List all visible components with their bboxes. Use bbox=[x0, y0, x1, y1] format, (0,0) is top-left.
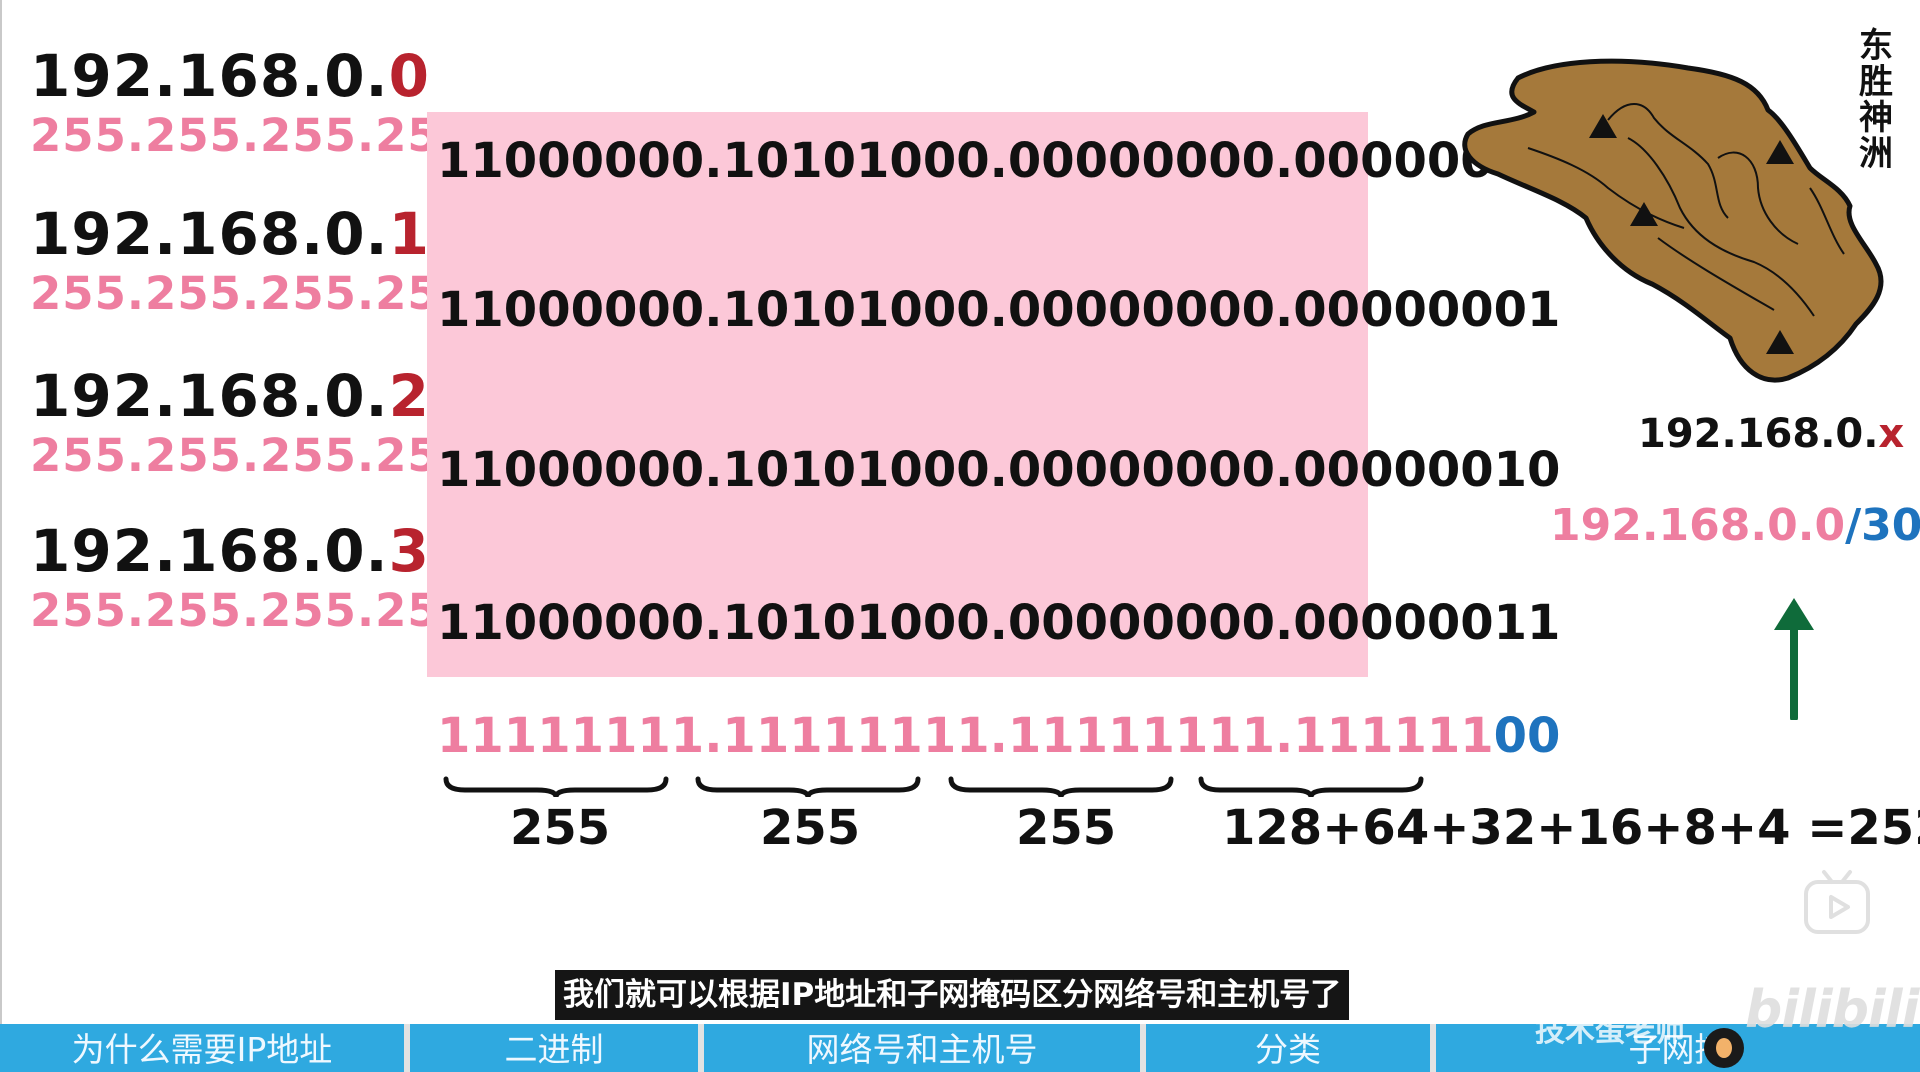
mask-binary: 11111111.11111111.11111111.11111100 bbox=[437, 708, 1561, 764]
arrow-up-icon bbox=[1774, 598, 1814, 720]
chapter-network-host[interactable]: 网络号和主机号 bbox=[704, 1024, 1140, 1072]
binary-row-2: 11000000.10101000.00000000.00000010 bbox=[437, 442, 1561, 498]
mountain-icon bbox=[1766, 140, 1794, 164]
network-bits-highlight bbox=[427, 112, 1368, 677]
mountain-icon bbox=[1630, 202, 1658, 226]
chapter-subnet-mask[interactable]: 子网掩 bbox=[1436, 1024, 1920, 1072]
octet-value-3: 255 bbox=[1016, 800, 1117, 856]
bilibili-logo: bilibili bbox=[1745, 980, 1919, 1040]
chapter-classes[interactable]: 分类 bbox=[1146, 1024, 1430, 1072]
progress-knob[interactable] bbox=[1704, 1028, 1744, 1068]
octet-4-sum: 128+64+32+16+8+4 =252 bbox=[1222, 800, 1920, 856]
chapter-binary[interactable]: 二进制 bbox=[410, 1024, 698, 1072]
host-digit: 1 bbox=[388, 200, 430, 268]
chapter-bar: 为什么需要IP地址 二进制 网络号和主机号 分类 子网掩 bbox=[0, 1024, 1920, 1072]
binary-row-0: 11000000.10101000.00000000.00000000 bbox=[437, 133, 1561, 189]
ip-entry-1: 192.168.0.1 255.255.255.252 bbox=[30, 200, 473, 320]
continent-map-illustration bbox=[1462, 58, 1884, 383]
channel-watermark: 技术蛋老师 bbox=[1535, 1014, 1685, 1049]
brace-octet-4 bbox=[1198, 776, 1424, 798]
ip-address: 192.168.0.1 bbox=[30, 200, 430, 268]
host-digit: 0 bbox=[388, 42, 430, 110]
chapter-why-ip[interactable]: 为什么需要IP地址 bbox=[0, 1024, 404, 1072]
brace-octet-3 bbox=[948, 776, 1174, 798]
subnet-mask: 255.255.255.252 bbox=[30, 109, 473, 162]
ip-address: 192.168.0.3 bbox=[30, 517, 430, 585]
subnet-mask: 255.255.255.252 bbox=[30, 429, 473, 482]
octet-value-2: 255 bbox=[760, 800, 861, 856]
ip-entry-2: 192.168.0.2 255.255.255.252 bbox=[30, 362, 473, 482]
subtitle-caption: 我们就可以根据IP地址和子网掩码区分网络号和主机号了 bbox=[555, 970, 1350, 1020]
subnet-mask: 255.255.255.252 bbox=[30, 267, 473, 320]
tv-play-icon[interactable] bbox=[1802, 868, 1872, 938]
binary-row-1: 11000000.10101000.00000000.00000001 bbox=[437, 282, 1561, 338]
binary-row-3: 11000000.10101000.00000000.00000011 bbox=[437, 595, 1561, 651]
network-label: 192.168.0.x bbox=[1638, 411, 1905, 457]
brace-octet-1 bbox=[443, 776, 669, 798]
map-title: 东胜神洲 bbox=[1859, 26, 1893, 174]
cidr-prefix-length: /30 bbox=[1845, 500, 1920, 551]
octet-value-1: 255 bbox=[510, 800, 611, 856]
ip-entry-0: 192.168.0.0 255.255.255.252 bbox=[30, 42, 473, 162]
cidr-notation: 192.168.0.0/30 bbox=[1550, 500, 1920, 552]
host-digit: 3 bbox=[388, 517, 430, 585]
host-digit: 2 bbox=[388, 362, 430, 430]
ip-address: 192.168.0.0 bbox=[30, 42, 430, 110]
ip-address: 192.168.0.2 bbox=[30, 362, 430, 430]
mountain-icon bbox=[1589, 114, 1617, 138]
mask-host-zeros: 00 bbox=[1493, 708, 1561, 764]
ip-entry-3: 192.168.0.3 255.255.255.252 bbox=[30, 517, 473, 637]
subnet-mask: 255.255.255.252 bbox=[30, 584, 473, 637]
brace-octet-2 bbox=[695, 776, 921, 798]
host-variable: x bbox=[1878, 411, 1905, 457]
left-border bbox=[0, 0, 2, 1024]
mountain-icon bbox=[1766, 330, 1794, 354]
